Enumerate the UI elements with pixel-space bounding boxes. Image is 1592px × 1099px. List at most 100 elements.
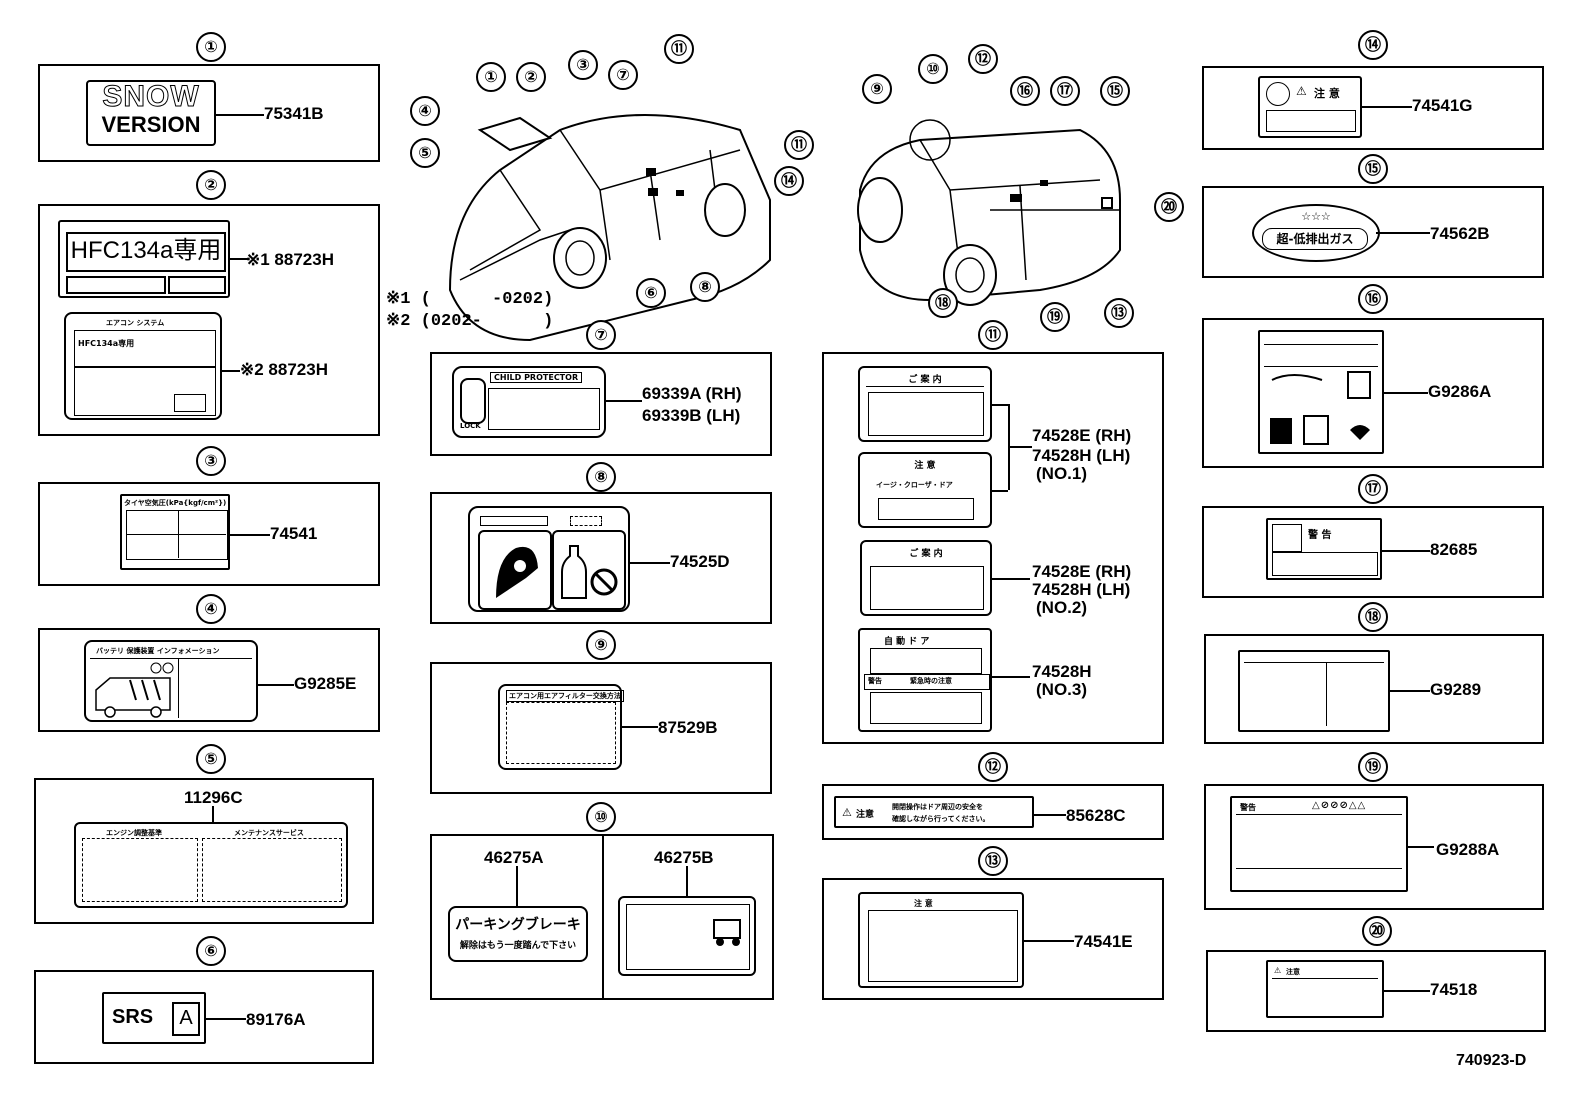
back-door-caution-label: 注 意: [858, 892, 1024, 988]
section-11-frame: [822, 352, 1164, 744]
leader-line: [206, 1018, 246, 1020]
label-text-warning-19: 警告: [1240, 803, 1256, 812]
leader-line: [258, 684, 294, 686]
callout-13: ⑬: [978, 846, 1008, 876]
part-number-no3: (NO.3): [1036, 680, 1087, 699]
part-number-74562B: 74562B: [1430, 224, 1490, 243]
guide-label-2: ご 案 内: [860, 540, 992, 616]
part-number-11296C: 11296C: [184, 788, 243, 807]
label-text-aircon: エアコン システム: [106, 319, 165, 327]
leader-line: [1362, 106, 1412, 108]
callout-9: ⑨: [586, 630, 616, 660]
part-number-88723H-1: ※1 88723H: [246, 250, 334, 269]
leader-line: [230, 258, 248, 260]
part-number-G9285E: G9285E: [294, 674, 357, 693]
label-text-maint: メンテナンスサービス: [234, 829, 304, 837]
car-callout-6: ⑥: [636, 278, 666, 308]
section-18-frame: [1204, 634, 1544, 744]
car-callout-5: ⑤: [410, 138, 440, 168]
leader-line: [630, 562, 670, 564]
callout-4: ④: [196, 594, 226, 624]
label-text-child: CHILD PROTECTOR: [490, 372, 583, 383]
note-2: ※2 (0202- ): [386, 312, 554, 331]
van-icon: [95, 662, 174, 718]
label-text-parking: パーキングブレーキ: [455, 917, 581, 933]
leader-line: [1010, 446, 1032, 448]
figure-id: 740923-D: [1456, 1052, 1527, 1069]
fuel-caution-label: [468, 506, 630, 612]
part-number-88723H-2: ※2 88723H: [240, 360, 328, 379]
leader-line: [212, 806, 214, 824]
car-callout-11b: ⑪: [784, 130, 814, 160]
callout-6: ⑥: [196, 936, 226, 966]
aircon-filter-label: エアコン用エアフィルター交換方法: [498, 684, 624, 770]
hfc134a-label: HFC134a専用: [58, 220, 230, 298]
label-text-closer: イージ・クローザ・ドア: [876, 481, 953, 489]
section-2-frame: [38, 204, 380, 436]
leader-line: [1390, 690, 1430, 692]
label-text-caution-12: 注意: [856, 810, 875, 820]
leader-line: [1384, 990, 1430, 992]
warning-label-19: 警告 △⊘⊘⊘△△: [1230, 796, 1408, 892]
part-number-74541: 74541: [270, 524, 318, 543]
door-safety-label: ⚠ 注意 開閉操作はドア周辺の安全を 確認しながら行ってください。: [834, 796, 1034, 828]
car-callout-20: ⑳: [1154, 192, 1184, 222]
section-15-frame: [1202, 186, 1544, 278]
callout-15: ⑮: [1358, 154, 1388, 184]
part-number-74528E-2: 74528E (RH): [1032, 562, 1132, 581]
label-text-emission: 超-低排出ガス: [1262, 228, 1368, 250]
easy-closer-label: 注 意 イージ・クローザ・ドア: [858, 452, 992, 528]
tire-pressure-label: タイヤ空気圧(kPa{kgf/cm²}): [120, 494, 230, 570]
callout-10: ⑩: [586, 802, 616, 832]
star-icons: ☆☆☆: [1301, 210, 1331, 223]
part-number-74528H-3: 74528H: [1032, 662, 1092, 681]
car-callout-4: ④: [410, 96, 440, 126]
car-callout-17: ⑰: [1050, 76, 1080, 106]
warning-icon: ⚠: [1296, 84, 1307, 98]
leader-line: [1034, 814, 1066, 816]
leader-line: [516, 866, 518, 908]
leader-line: [1024, 940, 1074, 942]
car-callout-19: ⑲: [1040, 302, 1070, 332]
part-number-74528H-1: 74528H (LH): [1032, 446, 1131, 465]
car-callout-13: ⑬: [1104, 298, 1134, 328]
leader-line: [1382, 550, 1430, 552]
leader-line: [230, 534, 270, 536]
label-text-version: VERSION: [101, 112, 201, 137]
part-number-G9288A: G9288A: [1436, 840, 1500, 859]
car-callout-16: ⑯: [1010, 76, 1040, 106]
label-text-emergency: 緊急時の注意: [910, 677, 952, 685]
part-number-69339A: 69339A (RH): [642, 384, 742, 403]
part-number-74528E-1: 74528E (RH): [1032, 426, 1132, 445]
label-text-caution-14: 注 意: [1314, 87, 1340, 100]
leader-line: [216, 114, 264, 116]
callout-7: ⑦: [586, 320, 616, 350]
section-7-frame: [430, 352, 772, 456]
leader-line: [606, 400, 642, 402]
part-number-74518: 74518: [1430, 980, 1478, 999]
battery-info-label: バッテリ 保護装置 インフォメーション: [84, 640, 258, 722]
callout-2: ②: [196, 170, 226, 200]
bottle-prohibited-icon: [561, 545, 618, 599]
label-text-guide: ご 案 内: [908, 375, 942, 385]
callout-5: ⑤: [196, 744, 226, 774]
label-text-tire: タイヤ空気圧(kPa{kgf/cm²}): [124, 499, 227, 507]
label-text-warning-17: 警 告: [1308, 530, 1332, 541]
label-text-guide-2: ご 案 内: [909, 549, 943, 559]
car-pedal-icon: [713, 919, 741, 946]
car-callout-18: ⑱: [928, 288, 958, 318]
part-number-G9286A: G9286A: [1428, 382, 1492, 401]
section-16-frame: [1202, 318, 1544, 468]
callout-16: ⑯: [1358, 284, 1388, 314]
divider: [602, 834, 604, 1000]
section-8-frame: [430, 492, 772, 624]
child-protector-label: CHILD PROTECTOR LOCK: [452, 366, 606, 438]
part-number-75341B: 75341B: [264, 104, 324, 123]
label-text-a: A: [172, 1002, 200, 1036]
part-number-G9289: G9289: [1430, 680, 1482, 699]
snow-version-label: SNOW VERSION: [86, 80, 216, 146]
callout-18: ⑱: [1358, 602, 1388, 632]
label-text-battery: バッテリ 保護装置 インフォメーション: [96, 647, 220, 655]
srs-label: SRS A: [102, 992, 206, 1044]
car-callout-3: ③: [568, 50, 598, 80]
